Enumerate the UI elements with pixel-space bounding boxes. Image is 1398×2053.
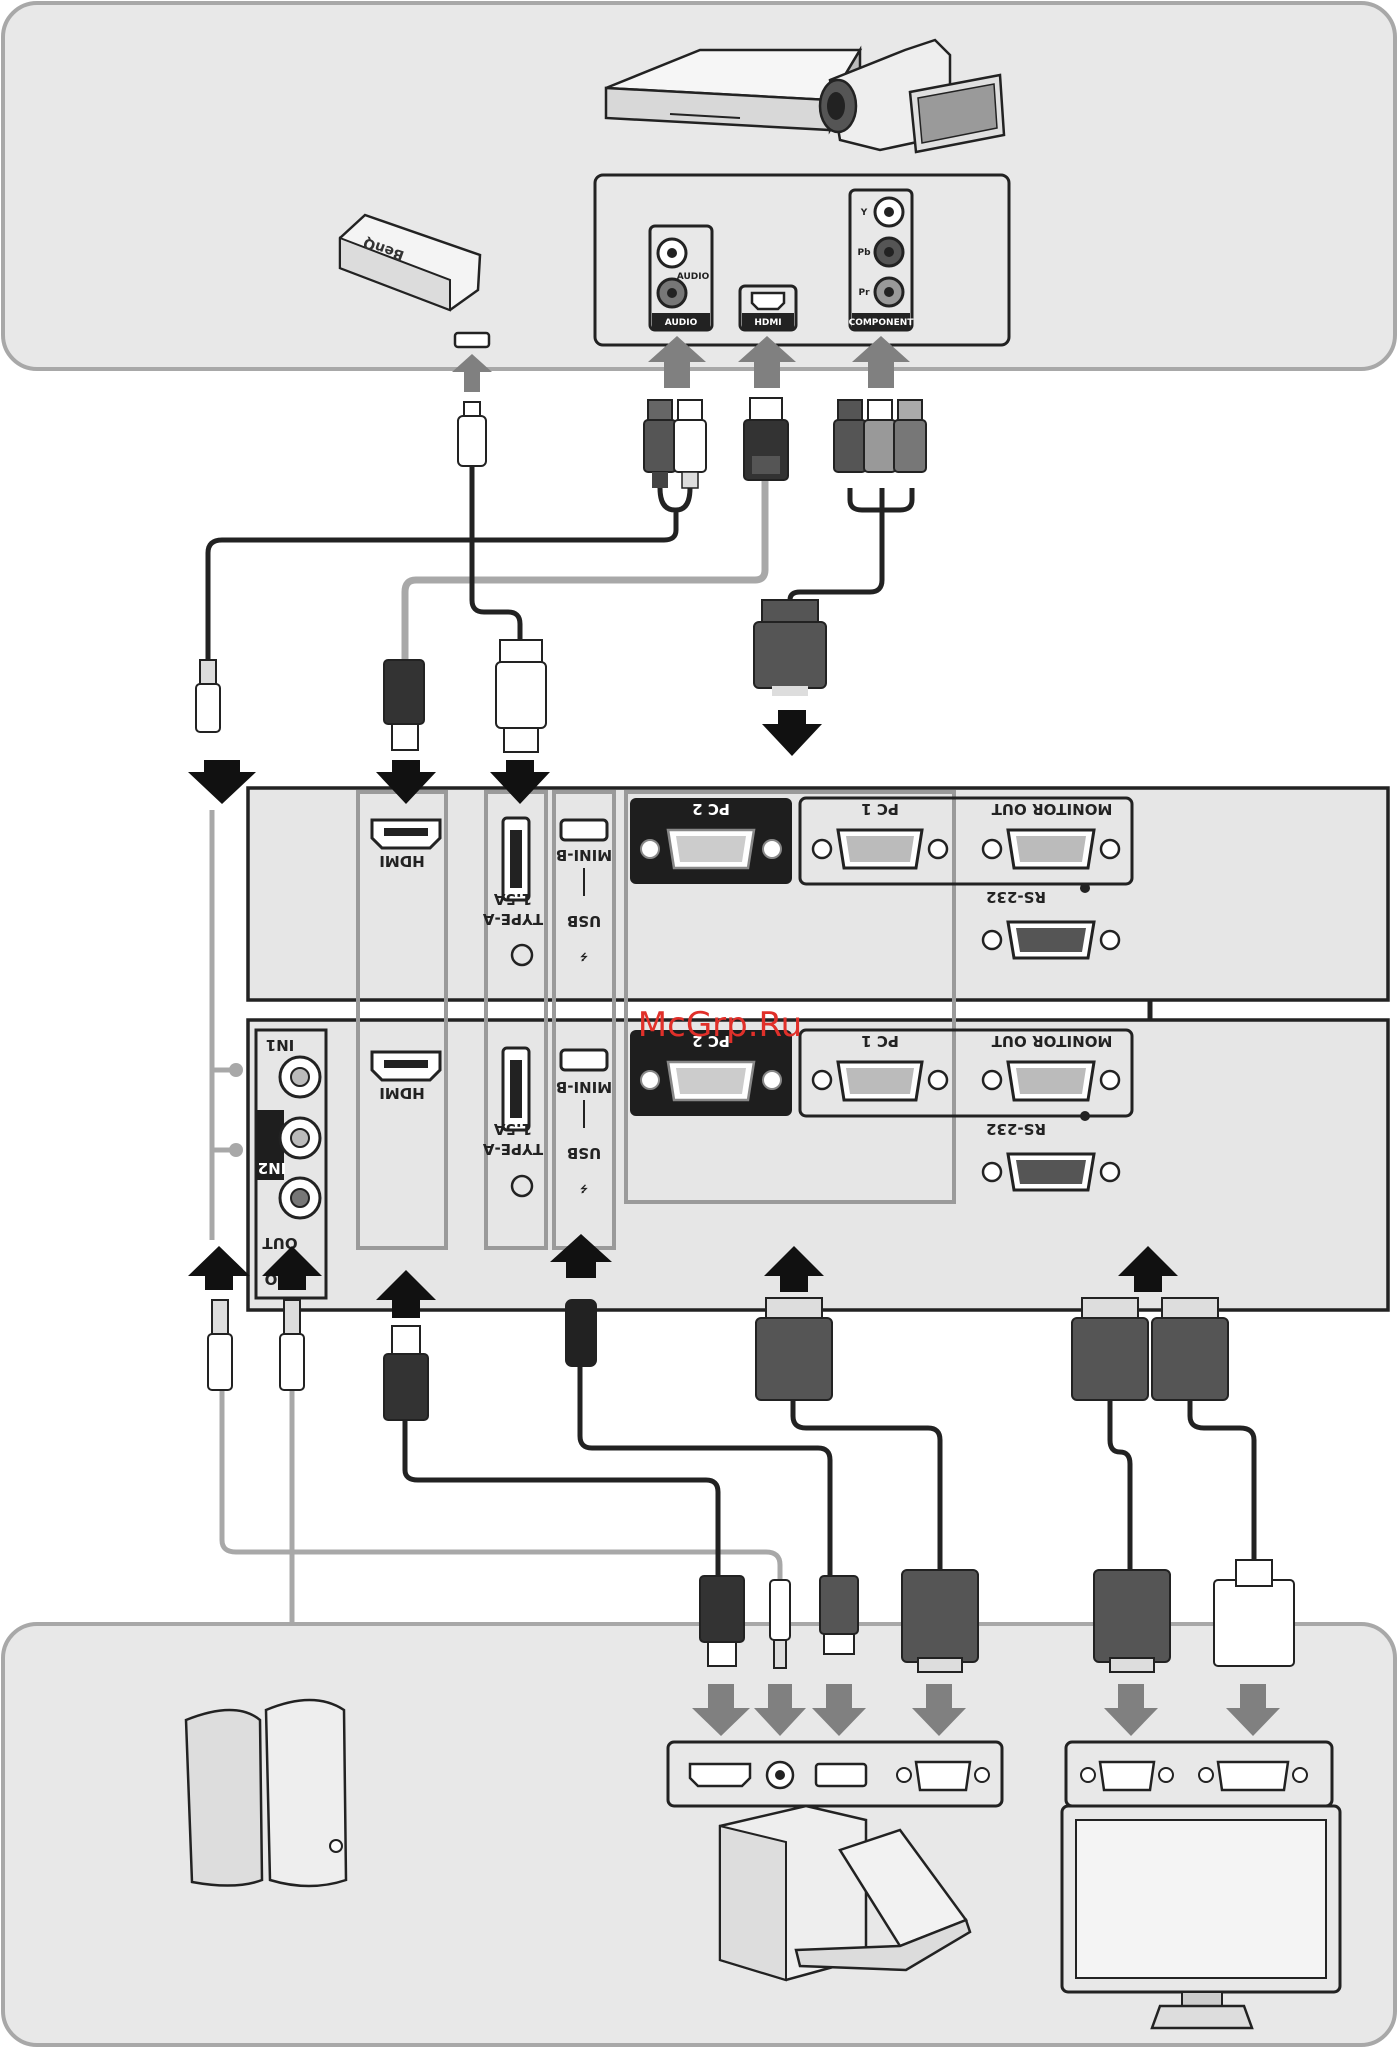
- hdmi-plug-lower: [384, 1326, 428, 1420]
- hdmi-pc-cable: [405, 1420, 718, 1580]
- audio-in-pc-cable: [222, 1390, 780, 1580]
- micro-usb-cable: [472, 465, 520, 640]
- pc-port-panel: [668, 1742, 1002, 1806]
- lower-usb-mini-b-port: [561, 1050, 607, 1070]
- hdmi-plug-upper: [384, 660, 424, 750]
- upper-usb-mini-b-port: [561, 820, 607, 840]
- mini-jack-plugs-lower: [208, 1300, 304, 1390]
- source-jack-panel: AUDIO AUDIO HDMI Y Pb Pr COMPONENT: [595, 175, 1009, 345]
- component-rca-plugs: [834, 400, 926, 472]
- usb-a-plug-upper: [496, 640, 546, 752]
- monitor-port-panel: [1066, 1742, 1332, 1806]
- upper-hdmi-port: [372, 820, 440, 848]
- watermark-text: McGrp.Ru: [638, 1005, 802, 1045]
- upper-monitor-out-label: MONITOR OUT: [991, 800, 1113, 818]
- source-component-pr-label: Pr: [858, 288, 870, 298]
- lower-usb-current-label: 1.5A: [494, 1120, 533, 1138]
- lower-hdmi-port: [372, 1052, 440, 1080]
- lower-usb-symbol-icon: ⭍: [580, 1184, 588, 1195]
- micro-usb-plug: [458, 402, 486, 466]
- hdmi-source-cable: [405, 478, 765, 660]
- lower-pc1-label: PC 1: [861, 1032, 899, 1050]
- usb-mini-b-plug-lower: [566, 1300, 596, 1366]
- source-hdmi-port: [752, 293, 784, 309]
- pc-hdmi-port: [690, 1764, 750, 1786]
- vga-plug-lower-monitor: [1072, 1298, 1148, 1400]
- lower-rs232-label: RS-232: [986, 1120, 1046, 1138]
- upper-usb-type-a-label: TYPE-A: [483, 910, 544, 928]
- monitor-out-vga-cable: [1110, 1400, 1130, 1570]
- pc-usb-port: [816, 1764, 866, 1786]
- vga-plug-upper: [754, 600, 826, 696]
- hdmi-plug-top: [744, 398, 788, 480]
- rca-audio-plugs: [644, 400, 706, 488]
- lower-in1-label: IN1: [266, 1036, 295, 1054]
- dvi-monitor-cable: [1190, 1400, 1254, 1560]
- vga-pc-cable: [793, 1400, 940, 1570]
- upper-rs232-label: RS-232: [986, 888, 1046, 906]
- vga-plug-lower-pc2: [756, 1298, 832, 1400]
- lower-hdmi-label: HDMI: [379, 1084, 425, 1102]
- source-hdmi-label: HDMI: [754, 318, 781, 328]
- lower-usb-label: USB: [567, 1144, 601, 1162]
- source-audio-label: AUDIO: [665, 318, 698, 328]
- upper-pc2-label: PC 2: [692, 800, 730, 818]
- source-audio-small-label: AUDIO: [677, 272, 710, 282]
- upper-usb-symbol-icon: ⭍: [580, 952, 588, 963]
- dongle-micro-usb-port: [455, 333, 489, 347]
- mini-jack-plug-upper: [196, 660, 220, 732]
- component-to-vga-cable: [790, 488, 912, 608]
- lower-mini-b-label: MINI-B: [556, 1078, 612, 1096]
- upper-mini-b-label: MINI-B: [556, 846, 612, 864]
- upper-usb-label: USB: [567, 912, 601, 930]
- lower-usb-type-a-label: TYPE-A: [483, 1140, 544, 1158]
- upper-usb-current-label: 1.5A: [494, 890, 533, 908]
- source-component-y-label: Y: [860, 208, 868, 218]
- upper-pc1-label: PC 1: [861, 800, 899, 818]
- upper-hdmi-label: HDMI: [379, 852, 425, 870]
- lower-in2-label: IN2: [258, 1159, 287, 1177]
- source-component-pb-label: Pb: [857, 248, 871, 258]
- vga-plug-lower-rs232: [1152, 1298, 1228, 1400]
- rca-audio-cable: [208, 488, 690, 660]
- source-component-label: COMPONENT: [849, 318, 915, 328]
- lower-monitor-out-label: MONITOR OUT: [991, 1032, 1113, 1050]
